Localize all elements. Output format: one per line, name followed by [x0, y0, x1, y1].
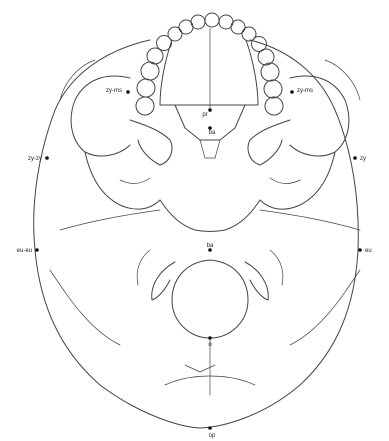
point-eu-right [358, 248, 362, 252]
palate-outline [160, 40, 258, 105]
label-mid-right-lower: eu [365, 248, 372, 254]
point-zy-right [353, 156, 357, 160]
lambdoid-right [290, 270, 360, 345]
label-foramen: ba [207, 243, 214, 249]
occipital-condyle-right [245, 262, 268, 300]
point-zy-ms-right [290, 90, 294, 94]
glenoid-left [85, 152, 160, 209]
point-zy-left [45, 156, 49, 160]
foramen-magnum [172, 260, 248, 338]
label-mid-left-lower: eu-eu [17, 248, 32, 254]
point-eu-left [35, 248, 39, 252]
pterygoid-right [248, 120, 290, 165]
dental-arch [136, 13, 283, 115]
label-mid-right-upper: zy [360, 156, 366, 162]
point-op [208, 426, 212, 430]
label-bottom: op [209, 433, 216, 439]
glenoid-right [260, 152, 335, 209]
pterygoid-left [130, 120, 172, 165]
point-o [208, 336, 212, 340]
label-opisthion: o [208, 342, 212, 348]
basilar-region [160, 200, 260, 232]
label-upper-left: zy-ms [106, 88, 122, 94]
lambdoid-left [50, 270, 120, 345]
label-top-center-upper: pr [202, 112, 207, 118]
occipital-condyle-left [152, 262, 175, 300]
label-upper-right: zy-ms [297, 88, 313, 94]
point-pr [208, 108, 212, 112]
point-zy-ms-left [126, 90, 130, 94]
label-mid-left-upper: zy-zy [28, 156, 42, 162]
label-top-center-lower: ba [209, 130, 216, 136]
